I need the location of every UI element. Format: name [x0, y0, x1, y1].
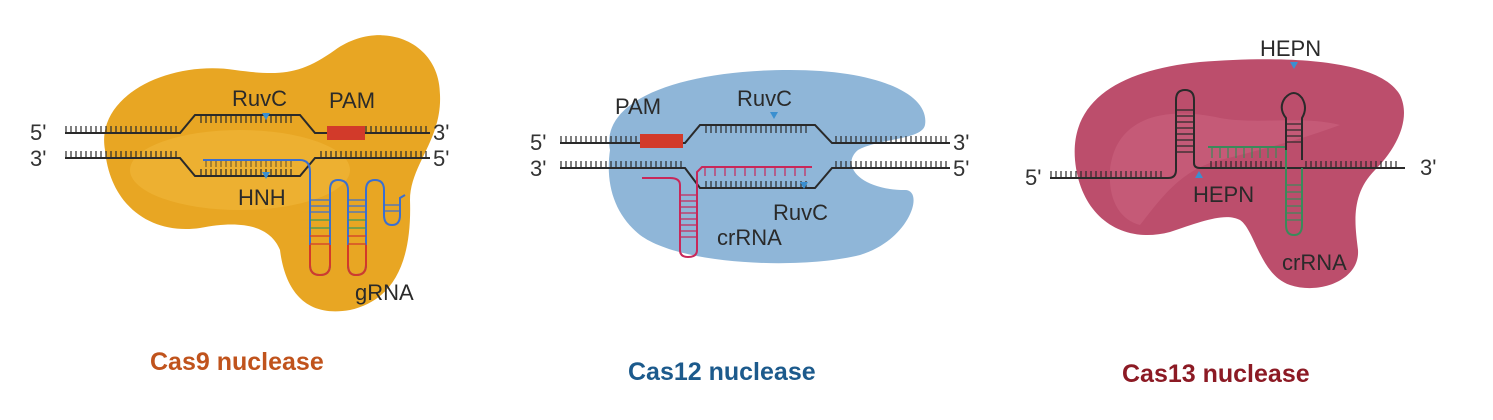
- cas12-ruvc-top-label: RuvC: [737, 86, 792, 111]
- cas9-pam-label: PAM: [329, 88, 375, 113]
- cas9-end-bottom-right: 5': [433, 146, 449, 171]
- cas12-pam-label: PAM: [615, 94, 661, 119]
- cas13-hepn-bottom-label: HEPN: [1193, 182, 1254, 207]
- cas9-pam: [327, 126, 365, 140]
- cas9-hnh-marker: [262, 172, 270, 179]
- cas13-hepn-bottom-marker: [1195, 171, 1203, 178]
- cas13-panel: HEPN HEPN crRNA 5' 3' Cas13 nuclease: [1025, 36, 1436, 388]
- cas12-end-top-left: 5': [530, 130, 546, 155]
- cas12-pam: [640, 134, 683, 148]
- cas13-crrna: [1208, 92, 1306, 237]
- cas12-panel: PAM RuvC RuvC crRNA 5' 3' 3' 5' Cas12 nu…: [530, 70, 969, 386]
- cas9-end-bottom-left: 3': [30, 146, 46, 171]
- cas13-hepn-top-label: HEPN: [1260, 36, 1321, 61]
- cas13-title: Cas13 nuclease: [1122, 360, 1310, 388]
- cas9-end-top-left: 5': [30, 120, 46, 145]
- cas12-crrna-label: crRNA: [717, 225, 782, 250]
- cas9-ruvc-marker: [262, 113, 270, 120]
- cas12-title: Cas12 nuclease: [628, 358, 816, 386]
- cas9-end-top-right: 3': [433, 120, 449, 145]
- cas9-panel: RuvC PAM HNH gRNA 5' 3' 3' 5' Cas9 nucle…: [30, 35, 449, 376]
- cas13-target-rna: [1050, 88, 1405, 179]
- cas12-ruvc-top-marker: [770, 112, 778, 119]
- cas9-title: Cas9 nuclease: [150, 348, 324, 376]
- cas12-end-bottom-right: 5': [953, 156, 969, 181]
- cas13-end-left: 5': [1025, 165, 1041, 190]
- cas9-dna: [65, 114, 430, 177]
- cas9-hnh-label: HNH: [238, 185, 286, 210]
- cas13-highlight: [1109, 113, 1340, 225]
- cas9-grna: [203, 159, 406, 277]
- cas12-end-top-right: 3': [953, 130, 969, 155]
- cas9-grna-label: gRNA: [355, 280, 414, 305]
- cas13-hepn-top-marker: [1290, 62, 1298, 69]
- cas12-ruvc-bottom-label: RuvC: [773, 200, 828, 225]
- cas12-end-bottom-left: 3': [530, 156, 546, 181]
- cas12-crrna: [642, 166, 812, 259]
- cas13-end-right: 3': [1420, 155, 1436, 180]
- cas13-crrna-label: crRNA: [1282, 250, 1347, 275]
- cas12-ruvc-bottom-marker: [800, 182, 808, 189]
- cas9-ruvc-label: RuvC: [232, 86, 287, 111]
